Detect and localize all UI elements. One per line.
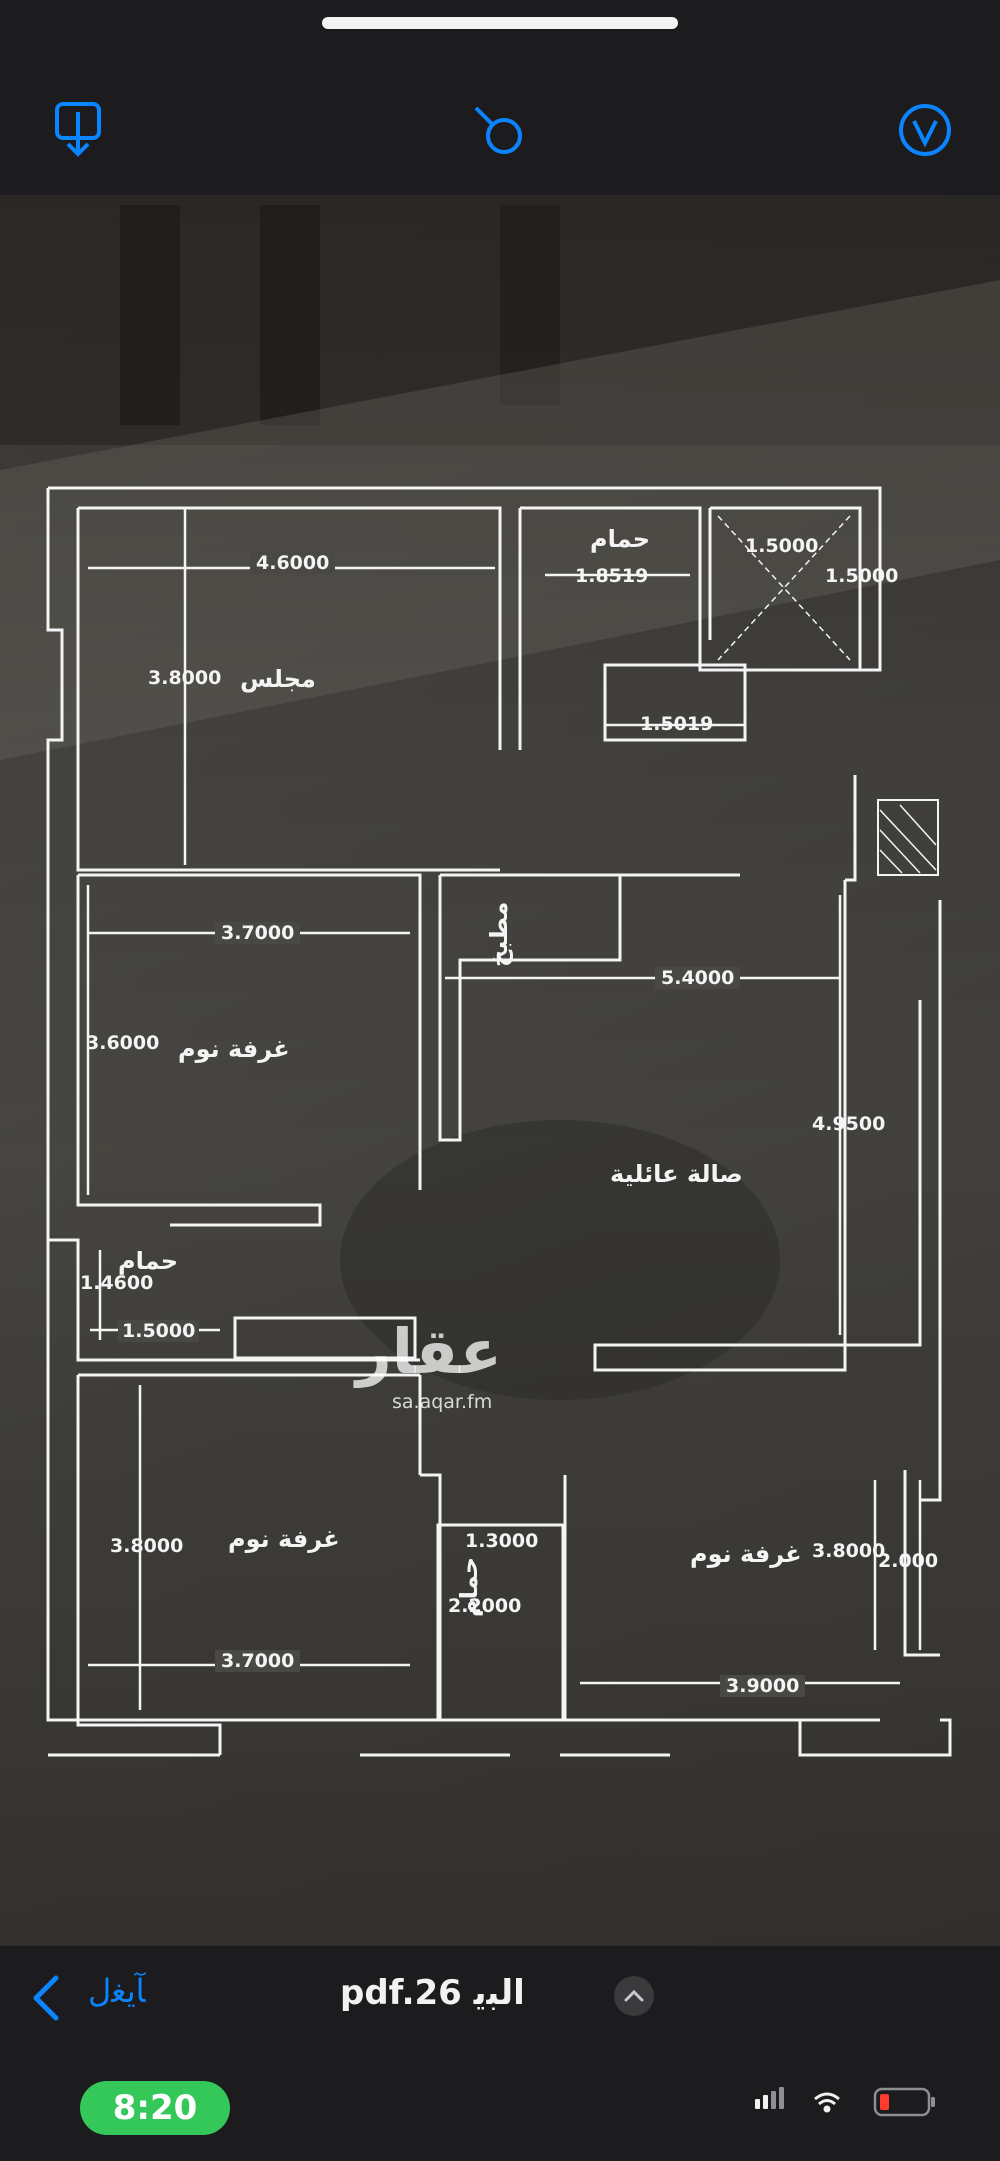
- room-label-kitchen: مطبخ: [485, 901, 513, 967]
- dim-shower-width: 1.5000: [745, 535, 819, 557]
- dim-bedroom-tl-height: 3.6000: [86, 1032, 160, 1054]
- dim-bedroom-br-height: 3.8000: [812, 1540, 886, 1562]
- floor-plan-drawing: [0, 195, 1000, 1945]
- watermark-url: sa.aqar.fm: [392, 1391, 493, 1413]
- room-label-bedroom-bottom-left: غرفة نوم: [228, 1525, 340, 1553]
- dim-majlis-width: 4.6000: [250, 552, 336, 574]
- room-label-bedroom-top-left: غرفة نوم: [178, 1035, 290, 1063]
- room-label-majlis: مجلس: [240, 665, 316, 693]
- share-down-icon: [55, 102, 101, 157]
- chevron-left-icon: [33, 1975, 59, 2021]
- back-label[interactable]: ﺂﯾﻐﻝ: [88, 1972, 146, 2010]
- dim-hall-width: 5.4000: [655, 967, 741, 989]
- dim-shower-height: 1.5000: [825, 565, 899, 587]
- dim-bath-left-width: 1.5000: [118, 1320, 200, 1342]
- dim-hall-height: 4.9500: [812, 1113, 886, 1135]
- compass-icon: [899, 104, 951, 156]
- watermark-logo: عقار: [356, 1315, 502, 1388]
- wifi-icon: [814, 2092, 840, 2113]
- status-time[interactable]: 8:20: [80, 2081, 230, 2135]
- chevron-up-icon: [624, 1989, 644, 2002]
- markup-pen-icon: [474, 106, 522, 154]
- back-button[interactable]: [26, 1972, 66, 2024]
- signal-icon: [755, 2087, 784, 2109]
- dim-bath-top-width: 1.8519: [575, 565, 649, 587]
- dim-bath-bottom-height: 2.2000: [448, 1595, 522, 1617]
- file-title: pdf.26 ﺍﻟﺒﻳ: [340, 1973, 525, 2013]
- title-menu-button[interactable]: [614, 1976, 654, 2016]
- dim-bedroom-bl-height: 3.8000: [110, 1535, 184, 1557]
- dim-majlis-height: 3.8000: [148, 667, 222, 689]
- dim-bath-left-height: 1.4600: [80, 1272, 154, 1294]
- dim-bedroom-br-width: 3.9000: [720, 1675, 806, 1697]
- dim-closet-height: 2.000: [878, 1550, 939, 1572]
- status-icons: [755, 2087, 935, 2117]
- top-toolbar: [0, 0, 1000, 196]
- battery-icon: [873, 2087, 935, 2117]
- dim-bedroom-tl-width: 3.7000: [215, 922, 301, 944]
- room-label-bathroom-top: حمام: [590, 525, 650, 553]
- room-label-family-hall: صالة عائلية: [610, 1160, 743, 1188]
- navigate-button[interactable]: [895, 98, 955, 162]
- dim-bath-bottom-width: 1.3000: [465, 1530, 539, 1552]
- room-label-bathroom-left: حمام: [118, 1247, 178, 1275]
- document-viewer[interactable]: مجلس حمام مطبخ غرفة نوم صالة عائلية حمام…: [0, 195, 1000, 1945]
- home-indicator[interactable]: [322, 17, 678, 29]
- share-button[interactable]: [48, 98, 108, 162]
- markup-button[interactable]: [470, 98, 530, 162]
- dim-bath-top-lower: 1.5019: [640, 713, 714, 735]
- dim-bedroom-bl-width: 3.7000: [215, 1650, 301, 1672]
- room-label-bedroom-bottom-right: غرفة نوم: [690, 1540, 802, 1568]
